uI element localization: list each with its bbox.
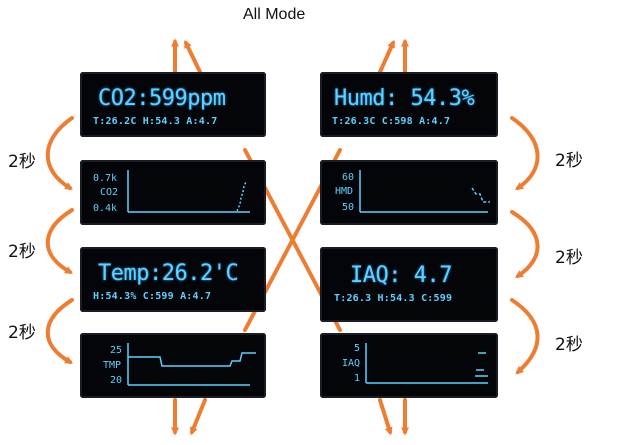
left-curve-arrow-3 <box>45 298 74 364</box>
right-curve-arrow-2 <box>510 210 540 278</box>
interval-label-left-1: 2秒 <box>8 152 36 172</box>
tmp-graph-min: 20 <box>110 375 122 386</box>
interval-label-right-1: 2秒 <box>555 151 583 171</box>
left-top-diag-arrow <box>184 39 202 74</box>
interval-label-right-3: 2秒 <box>555 335 583 355</box>
tmp-graph-name: TMP <box>103 360 121 371</box>
temp-screen: Temp:26.2'C H:54.3% C:599 A:4.7 <box>80 247 266 312</box>
right-curve-arrow-1 <box>510 116 540 190</box>
co2-graph-screen: 0.7k CO2 0.4k <box>80 160 266 225</box>
hmd-graph-min: 50 <box>342 202 354 213</box>
tmp-graph-line <box>128 352 256 367</box>
hmd-graph-name: HMD <box>335 186 353 197</box>
diagram-title: All Mode <box>243 6 306 23</box>
temp-sub-reading: H:54.3% C:599 A:4.7 <box>93 291 212 302</box>
tmp-graph-screen: 25 TMP 20 <box>80 333 266 398</box>
co2-sub-reading: T:26.2C H:54.3 A:4.7 <box>93 116 218 127</box>
right-bottom-diag-arrow <box>378 398 393 436</box>
right-curve-arrow-3 <box>510 298 540 375</box>
iaq-sub-reading: T:26.3 H:54.3 C:599 <box>334 293 453 304</box>
interval-label-left-3: 2秒 <box>8 323 36 343</box>
humd-screen: Humd: 54.3% T:26.3C C:598 A:4.7 <box>320 72 498 137</box>
hmd-graph-screen: 60 HMD 50 <box>320 160 498 225</box>
co2-screen: CO2:599ppm T:26.2C H:54.3 A:4.7 <box>80 72 266 137</box>
co2-graph-name: CO2 <box>100 187 118 198</box>
right-top-diag-arrow <box>378 39 395 74</box>
iaq-graph-screen: 5 IAQ 1 <box>320 333 498 398</box>
iaq-graph-max: 5 <box>354 343 360 354</box>
left-curve-arrow-1 <box>45 116 74 190</box>
left-curve-arrow-2 <box>45 208 74 274</box>
co2-reading: CO2:599ppm <box>98 86 226 111</box>
left-bottom-diag-arrow <box>189 398 207 436</box>
temp-reading: Temp:26.2'C <box>98 261 239 286</box>
tmp-graph-max: 25 <box>110 345 122 356</box>
interval-label-left-2: 2秒 <box>8 242 36 262</box>
iaq-reading: IAQ: 4.7 <box>350 263 452 288</box>
iaq-graph-name: IAQ <box>342 358 360 369</box>
humd-reading: Humd: 54.3% <box>334 86 475 111</box>
co2-graph-min: 0.4k <box>93 203 117 214</box>
iaq-graph-min: 1 <box>354 373 360 384</box>
interval-label-right-2: 2秒 <box>555 248 583 268</box>
humd-sub-reading: T:26.3C C:598 A:4.7 <box>332 116 451 127</box>
hmd-graph-line <box>471 187 490 203</box>
hmd-graph-max: 60 <box>342 172 354 183</box>
co2-graph-max: 0.7k <box>93 173 117 184</box>
iaq-screen: IAQ: 4.7 T:26.3 H:54.3 C:599 <box>320 247 498 322</box>
co2-graph-line <box>236 181 247 212</box>
